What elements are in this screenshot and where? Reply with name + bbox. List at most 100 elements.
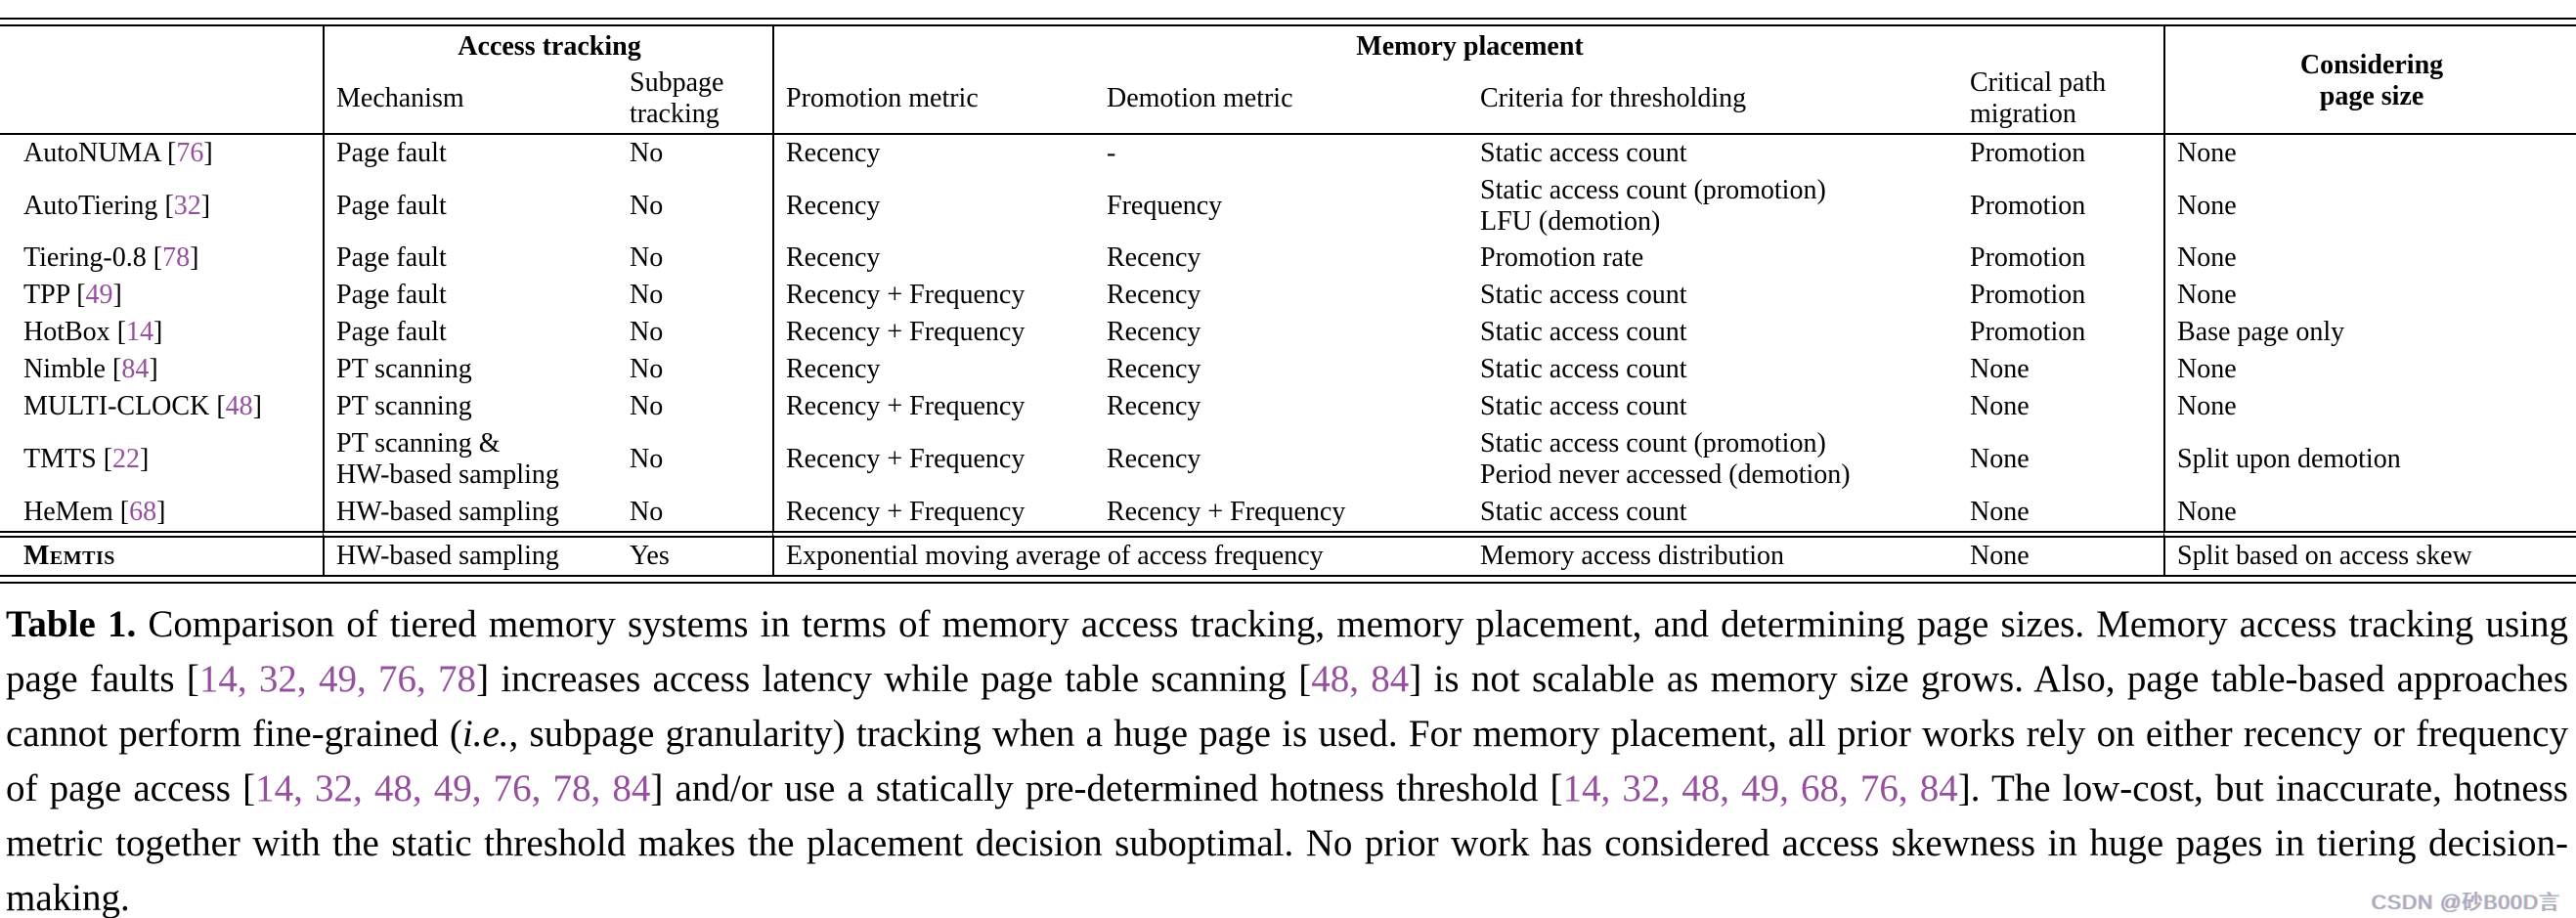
citation: 14, 32, 48, 49, 68, 76, 84 bbox=[1562, 766, 1958, 809]
cell-subpage-tracking: No bbox=[630, 280, 664, 311]
system-name: TMTS bbox=[23, 443, 97, 474]
cell-subpage-tracking: No bbox=[630, 391, 664, 422]
cell-critical-path: None bbox=[1970, 496, 2030, 527]
cell-demotion-metric: Recency bbox=[1107, 242, 1201, 274]
cell-system-name: Memtis bbox=[0, 530, 323, 575]
header-group-row: Access tracking Memory placement Conside… bbox=[0, 26, 2576, 135]
cell-subpage-tracking: No bbox=[630, 443, 664, 474]
cell-demotion-metric: - bbox=[1107, 137, 1116, 168]
caption-text: Comparison of tiered memory systems in t… bbox=[6, 602, 2568, 700]
cell-page-size: None bbox=[2163, 171, 2576, 240]
cell-page-size: None bbox=[2163, 351, 2576, 389]
cell-critical-path: None bbox=[1970, 443, 2030, 474]
cell-demotion-metric: Recency + Frequency bbox=[1107, 496, 1346, 527]
cell-system-name: Tiering-0.8 [78] bbox=[23, 242, 199, 274]
cell-critical-path: Promotion bbox=[1970, 137, 2086, 168]
cell-system-name: HotBox [14] bbox=[23, 317, 163, 348]
table-caption: Table 1. Comparison of tiered memory sys… bbox=[0, 597, 2576, 918]
cell-subpage-tracking: No bbox=[630, 137, 664, 168]
cell-hotness-metric: Exponential moving average of access fre… bbox=[772, 530, 1468, 575]
cell-critical-path: Promotion bbox=[1970, 190, 2086, 221]
cell-critical-path: None bbox=[1970, 391, 2030, 422]
cell-demotion-metric: Recency bbox=[1107, 354, 1201, 385]
citation: 49 bbox=[85, 280, 113, 311]
header-columns-row: Mechanism Subpage tracking Promotion met… bbox=[0, 64, 2576, 135]
citation: 48 bbox=[225, 391, 253, 422]
cell-criteria: Static access count (promotion) Period n… bbox=[1480, 427, 1851, 490]
table-row: TMTS [22]PT scanning & HW-based sampling… bbox=[0, 424, 2576, 494]
citation: 76 bbox=[176, 137, 204, 168]
caption-text: ] increases access latency while page ta… bbox=[476, 657, 1312, 700]
cell-criteria: Static access count bbox=[1480, 137, 1687, 168]
cell-promotion-metric: Recency bbox=[772, 171, 1095, 240]
cell-subpage-tracking: No bbox=[630, 354, 664, 385]
cell-critical-path: Promotion bbox=[1970, 317, 2086, 348]
cell-critical-path: Promotion bbox=[1970, 242, 2086, 274]
cell-system-name: AutoTiering [32] bbox=[23, 190, 211, 221]
citation: 14, 32, 48, 49, 76, 78, 84 bbox=[255, 766, 651, 809]
caption-text: , subpage granularity) tracking when a h… bbox=[6, 712, 2568, 809]
cell-page-size: None bbox=[2163, 277, 2576, 315]
cell-page-size: Split based on access skew bbox=[2163, 530, 2576, 575]
caption-text: Table 1. bbox=[6, 602, 137, 645]
group-considering-page-size: Considering page size bbox=[2163, 26, 2576, 135]
table-bottom-rule bbox=[0, 574, 2576, 584]
cell-promotion-metric: Recency + Frequency bbox=[772, 388, 1095, 425]
cell-mechanism: Page fault bbox=[323, 171, 618, 240]
cell-system-name: Nimble [84] bbox=[23, 354, 158, 385]
cell-criteria: Static access count bbox=[1480, 354, 1687, 385]
cell-criteria: Static access count bbox=[1480, 496, 1687, 527]
cell-mechanism: HW-based sampling bbox=[323, 530, 618, 575]
cell-page-size: None bbox=[2163, 134, 2576, 172]
system-name: MULTI-CLOCK bbox=[23, 391, 210, 422]
cell-critical-path: None bbox=[1970, 354, 2030, 385]
col-mechanism: Mechanism bbox=[323, 64, 618, 135]
cell-critical-path: Promotion bbox=[1970, 280, 2086, 311]
cell-page-size: Base page only bbox=[2163, 314, 2576, 352]
col-critical-path-migration: Critical path migration bbox=[1958, 65, 2164, 135]
cell-promotion-metric: Recency bbox=[772, 134, 1095, 172]
cell-mechanism: Page fault bbox=[323, 314, 618, 352]
cell-system-name: TMTS [22] bbox=[23, 443, 150, 474]
comparison-table: Access tracking Memory placement Conside… bbox=[0, 26, 2576, 575]
cell-subpage-tracking: No bbox=[630, 242, 664, 274]
citation: 48, 84 bbox=[1311, 657, 1410, 700]
group-memory-placement: Memory placement bbox=[772, 26, 2163, 65]
cell-page-size: None bbox=[2163, 493, 2576, 531]
col-subpage-tracking: Subpage tracking bbox=[618, 65, 772, 135]
system-name: Nimble bbox=[23, 354, 106, 385]
table-top-rule bbox=[0, 18, 2576, 26]
cell-demotion-metric: Recency bbox=[1107, 391, 1201, 422]
cell-promotion-metric: Recency + Frequency bbox=[772, 424, 1095, 494]
system-name: Memtis bbox=[23, 540, 115, 571]
cell-page-size: None bbox=[2163, 388, 2576, 425]
corner-cell bbox=[0, 26, 323, 135]
citation: 32 bbox=[173, 190, 201, 221]
citation: 14, 32, 49, 76, 78 bbox=[198, 657, 477, 700]
system-name: AutoTiering bbox=[23, 190, 158, 221]
cell-system-name: HeMem [68] bbox=[23, 496, 166, 527]
cell-promotion-metric: Recency bbox=[772, 240, 1095, 278]
cell-criteria: Promotion rate bbox=[1480, 242, 1644, 274]
cell-system-name: MULTI-CLOCK [48] bbox=[23, 391, 262, 422]
cell-promotion-metric: Recency + Frequency bbox=[772, 314, 1095, 352]
system-name: AutoNUMA bbox=[23, 137, 161, 168]
cell-demotion-metric: Recency bbox=[1107, 280, 1201, 311]
cell-mechanism: PT scanning bbox=[323, 351, 618, 389]
col-demotion-metric: Demotion metric bbox=[1095, 65, 1468, 135]
cell-demotion-metric: Recency bbox=[1107, 317, 1201, 348]
col-criteria-for-thresholding: Criteria for thresholding bbox=[1468, 65, 1958, 135]
cell-demotion-metric: Frequency bbox=[1107, 190, 1223, 221]
system-name: TPP bbox=[23, 280, 70, 311]
cell-promotion-metric: Recency + Frequency bbox=[772, 277, 1095, 315]
citation: 68 bbox=[129, 496, 157, 527]
system-name: HeMem bbox=[23, 496, 113, 527]
cell-criteria: Static access count bbox=[1480, 317, 1687, 348]
cell-criteria: Static access count bbox=[1480, 391, 1687, 422]
